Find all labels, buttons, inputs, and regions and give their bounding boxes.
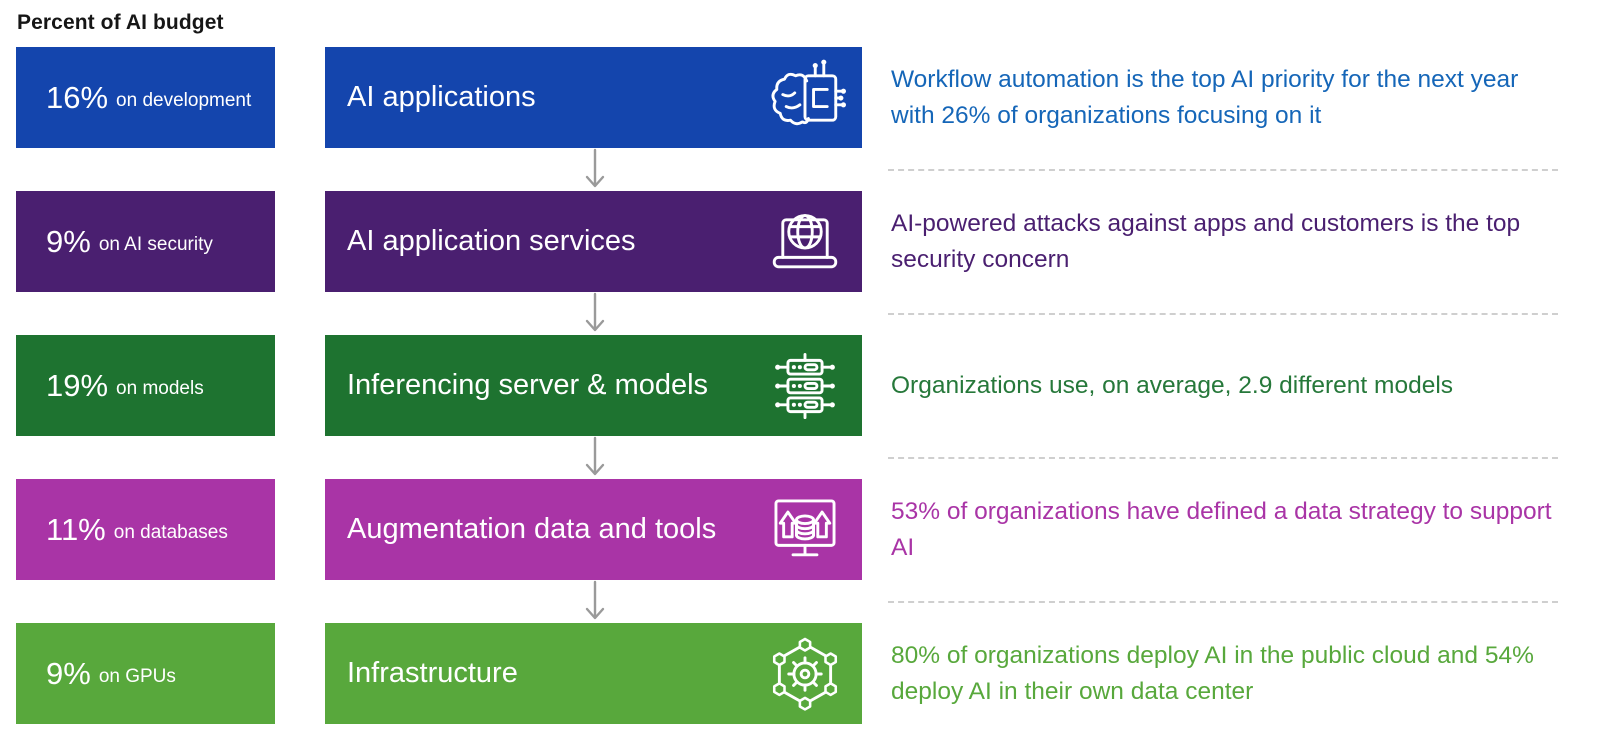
- layer-row-ai-application-services: 9% on AI security AI application service…: [0, 191, 1600, 292]
- layer-label: AI applications: [347, 81, 536, 113]
- budget-percent-label: on development: [116, 89, 252, 111]
- finding-text: 53% of organizations have defined a data…: [891, 498, 1552, 561]
- budget-percent: 11%: [46, 511, 106, 547]
- dashed-divider: [888, 313, 1558, 315]
- flow-arrow-icon: [583, 148, 607, 192]
- budget-percent-label: on models: [116, 377, 204, 399]
- finding-text: Workflow automation is the top AI priori…: [891, 66, 1519, 129]
- budget-percent-label: on AI security: [98, 233, 213, 255]
- budget-percent: 9%: [46, 655, 91, 691]
- layer-box-ai-applications: AI applications: [325, 47, 862, 148]
- data-growth-monitor-icon: [764, 489, 846, 571]
- layer-box-inferencing-server-models: Inferencing server & models: [325, 335, 862, 436]
- layer-label: Augmentation data and tools: [347, 513, 717, 545]
- dashed-divider: [888, 457, 1558, 459]
- layer-row-inferencing-server-models: 19% on models Inferencing server & model…: [0, 335, 1600, 436]
- budget-percent-label: on databases: [113, 521, 228, 543]
- budget-percent-label: on GPUs: [98, 665, 176, 687]
- finding-text: 80% of organizations deploy AI in the pu…: [891, 642, 1534, 705]
- budget-box-models: 19% on models: [16, 335, 275, 436]
- dashed-divider: [888, 169, 1558, 171]
- hexagon-gear-network-icon: [764, 633, 846, 715]
- brain-circuit-icon: [764, 57, 846, 139]
- layer-label: Inferencing server & models: [347, 369, 709, 401]
- budget-box-gpus: 9% on GPUs: [16, 623, 275, 724]
- budget-box-databases: 11% on databases: [16, 479, 275, 580]
- flow-arrow-icon: [583, 436, 607, 480]
- finding-text: AI-powered attacks against apps and cust…: [891, 210, 1521, 273]
- layer-row-augmentation-data-tools: 11% on databases Augmentation data and t…: [0, 479, 1600, 580]
- layer-label: Infrastructure: [347, 657, 518, 689]
- budget-box-ai-security: 9% on AI security: [16, 191, 275, 292]
- budget-percent: 19%: [46, 367, 109, 403]
- budget-box-development: 16% on development: [16, 47, 275, 148]
- flow-arrow-icon: [583, 580, 607, 624]
- layer-box-infrastructure: Infrastructure: [325, 623, 862, 724]
- layer-label: AI application services: [347, 225, 636, 257]
- page-title: Percent of AI budget: [17, 11, 224, 34]
- budget-percent: 9%: [46, 223, 91, 259]
- dashed-divider: [888, 601, 1558, 603]
- layer-box-ai-application-services: AI application services: [325, 191, 862, 292]
- finding-text: Organizations use, on average, 2.9 diffe…: [891, 371, 1454, 399]
- layer-row-ai-applications: 16% on development AI applications Workf…: [0, 47, 1600, 148]
- budget-percent: 16%: [46, 79, 109, 115]
- layer-box-augmentation-data-tools: Augmentation data and tools: [325, 479, 862, 580]
- layer-row-infrastructure: 9% on GPUs Infrastructure 8: [0, 623, 1600, 724]
- server-circuit-icon: [764, 345, 846, 427]
- laptop-globe-icon: [764, 201, 846, 283]
- flow-arrow-icon: [583, 292, 607, 336]
